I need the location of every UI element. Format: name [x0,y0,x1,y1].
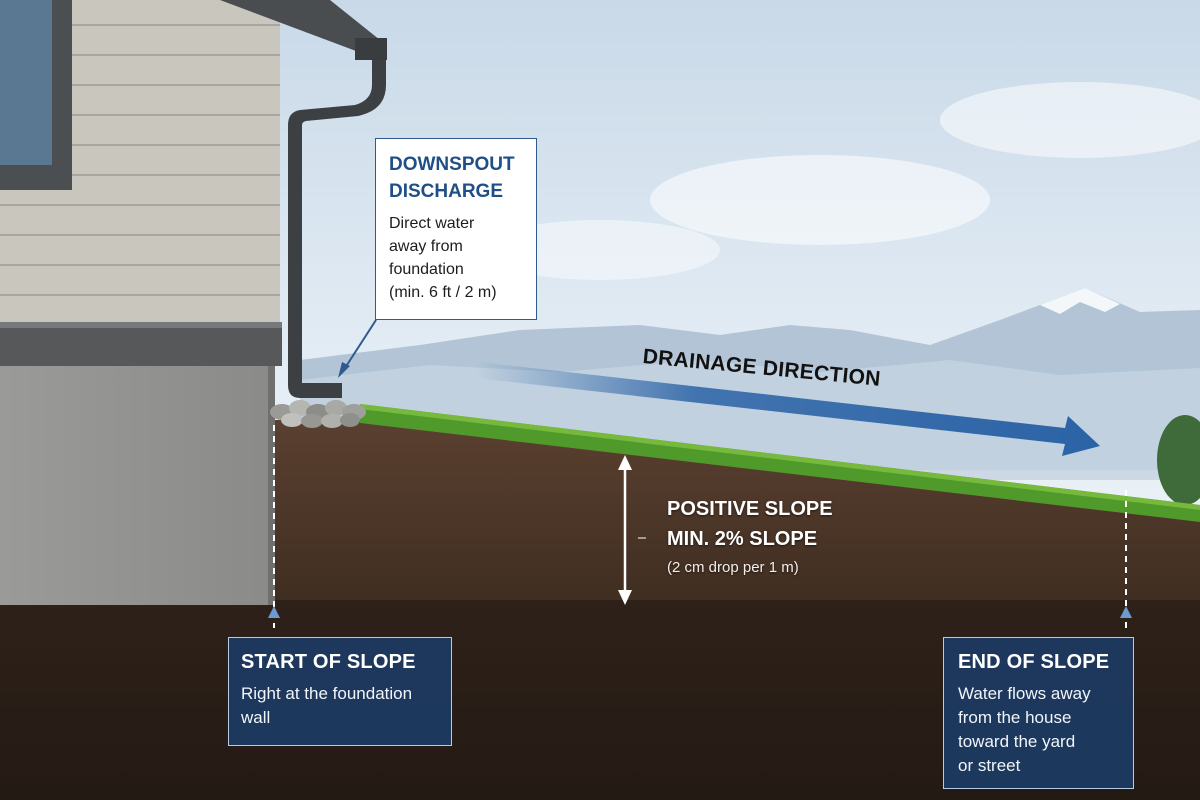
mountain-snow [1040,288,1120,314]
roof-eave [150,0,380,60]
splash-stones [270,400,366,428]
end-body-line1: Water flows away [958,684,1091,703]
downspout [288,60,386,398]
downspout-title-line2: DISCHARGE [389,181,504,202]
cloud [940,82,1200,158]
downspout-callout: DOWNSPOUT DISCHARGE Direct water away fr… [375,138,537,320]
downspout-body-line1: Direct water [389,215,475,232]
end-of-slope-callout: END OF SLOPE Water flows away from the h… [943,637,1134,789]
end-body-line3: toward the yard [958,732,1076,751]
end-body-line4: or street [958,756,1021,775]
slope-line2: MIN. 2% SLOPE [667,528,818,550]
end-marker [1120,490,1132,628]
downspout-title-line1: DOWNSPOUT [389,154,515,175]
start-title: START OF SLOPE [241,651,416,673]
start-body-line2: wall [241,708,271,727]
end-body-line2: from the house [958,708,1072,727]
slope-line1: POSITIVE SLOPE [667,498,833,520]
slope-height-arrow [618,455,632,605]
foundation-wall [0,365,275,605]
window-glass [0,0,52,165]
positive-slope-label: POSITIVE SLOPE MIN. 2% SLOPE (2 cm drop … [667,494,833,580]
soil-wedge [275,420,1200,620]
end-title: END OF SLOPE [958,651,1110,673]
start-of-slope-callout: START OF SLOPE Right at the foundation w… [228,637,452,746]
cloud [650,155,990,245]
tree [1157,415,1200,505]
foundation-shadow [268,365,275,605]
start-marker [268,425,280,628]
sill-trim-top [0,322,282,328]
downspout-body-line4: (min. 6 ft / 2 m) [389,284,497,301]
downspout-body-line2: away from [389,238,463,255]
slope-line3: (2 cm drop per 1 m) [667,559,799,576]
gutter [355,38,387,60]
grass-highlight [360,404,1200,510]
drainage-arrow [476,362,1100,456]
cloud [480,220,720,280]
sill-trim [0,322,282,366]
start-body-line1: Right at the foundation [241,684,413,703]
downspout-body-line3: foundation [389,261,464,278]
downspout-pointer-head [338,362,350,378]
downspout-callout-pointer [344,319,377,369]
